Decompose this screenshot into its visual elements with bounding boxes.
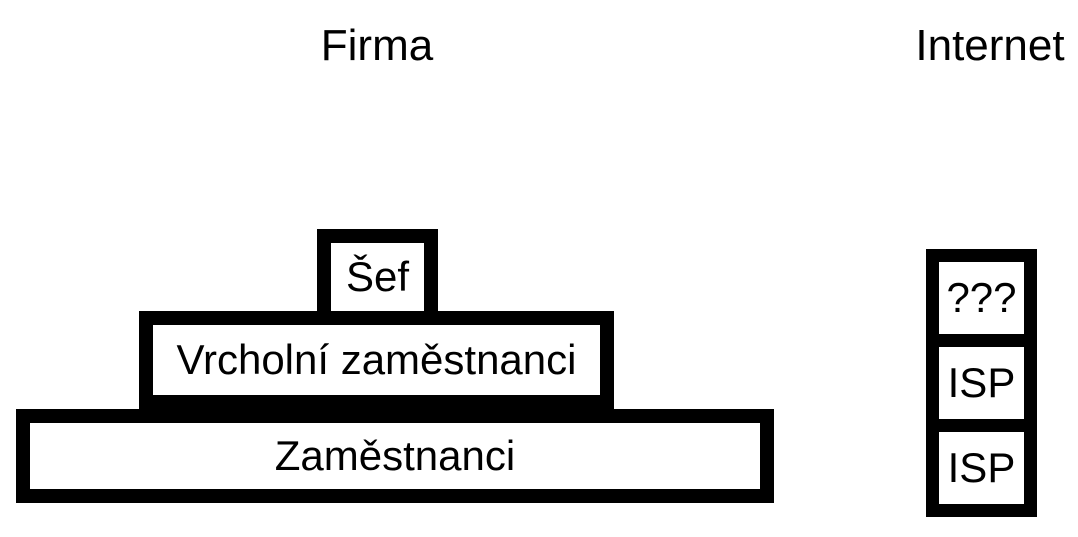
pyramid-level-boss-label: Šef: [345, 253, 410, 300]
pyramid-level-employees: Zaměstnanci: [16, 409, 774, 503]
stack-box-unknown: ???: [926, 249, 1037, 347]
stack-box-isp-2: ISP: [926, 419, 1037, 517]
stack-box-isp-1: ISP: [926, 334, 1037, 432]
stack-box-isp-2-label: ISP: [947, 444, 1016, 491]
pyramid-level-boss: Šef: [317, 229, 438, 325]
title-internet: Internet: [915, 21, 1065, 70]
title-firma: Firma: [320, 21, 434, 70]
pyramid-level-senior-employees-label: Vrcholní zaměstnanci: [176, 336, 577, 383]
stack-box-isp-1-label: ISP: [947, 359, 1016, 406]
internet-stack: ??? ISP ISP: [926, 249, 1037, 517]
stack-box-unknown-label: ???: [946, 274, 1017, 321]
pyramid-level-senior-employees: Vrcholní zaměstnanci: [139, 311, 614, 409]
pyramid-level-employees-label: Zaměstnanci: [274, 432, 516, 479]
